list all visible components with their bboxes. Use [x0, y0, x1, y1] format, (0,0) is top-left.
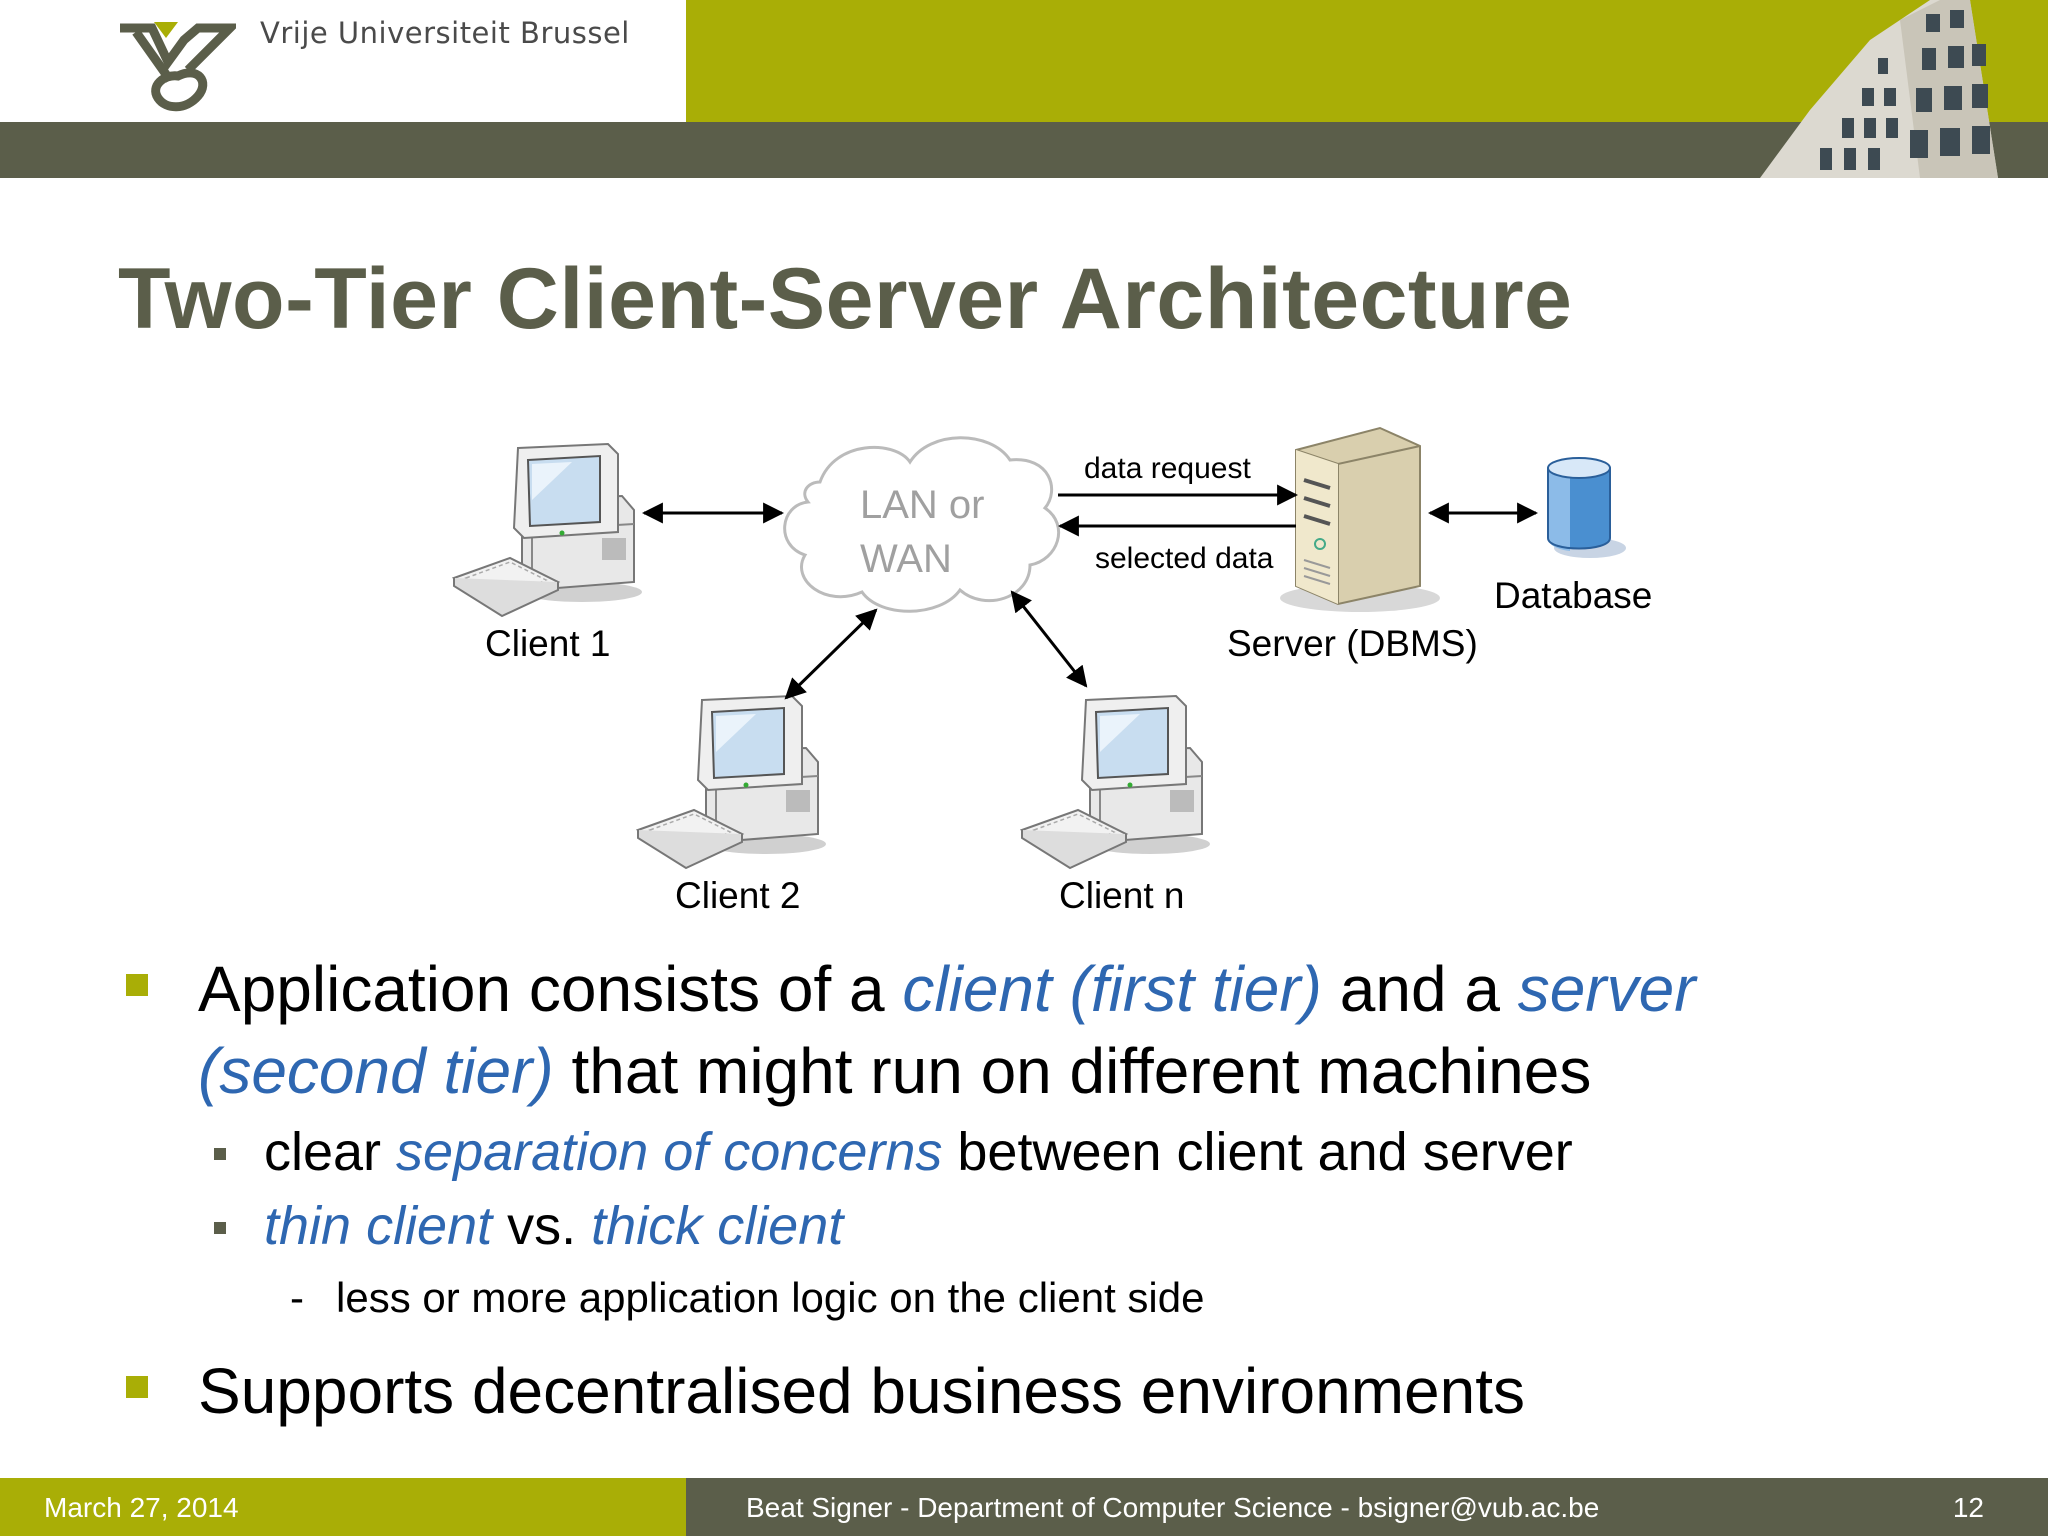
- sub-bullet-1-highlight: separation of concerns: [396, 1122, 943, 1182]
- sub-bullet-1-text-end: between client and server: [942, 1122, 1573, 1182]
- database-label: Database: [1494, 575, 1652, 616]
- bullet-1-highlight-client: client (first tier): [902, 953, 1322, 1025]
- client1-computer-icon: [453, 443, 643, 617]
- selected-data-label: selected data: [1095, 542, 1274, 575]
- client2-label: Client 2: [675, 875, 800, 916]
- bullet-1-highlight-server: server: [1517, 953, 1696, 1025]
- data-request-label: data request: [1084, 452, 1251, 485]
- bullet-1-text-mid: and a: [1321, 953, 1518, 1025]
- footer-date: March 27, 2014: [44, 1492, 239, 1523]
- slide-title: Two-Tier Client-Server Architecture: [118, 251, 1573, 347]
- clientn-label: Client n: [1059, 875, 1184, 916]
- sub-bullet-square-icon: [214, 1222, 226, 1234]
- university-name: Vrije Universiteit Brussel: [260, 16, 630, 50]
- database-icon: [1547, 457, 1626, 558]
- page-number: 12: [1952, 1492, 1984, 1523]
- bullet-square-icon: [126, 1376, 148, 1398]
- network-label-2: WAN: [860, 537, 952, 581]
- header-band: [0, 122, 2048, 178]
- sub-bullet-1-text: clear: [264, 1122, 397, 1182]
- footer-author: Beat Signer - Department of Computer Sci…: [746, 1492, 1600, 1523]
- client2-computer-icon: [637, 695, 827, 869]
- sub-sub-bullet-1-text: less or more application logic on the cl…: [336, 1274, 1205, 1321]
- footer-right-bar: [686, 1478, 2048, 1536]
- sub-bullet-1: clear separation of concerns between cli…: [214, 1118, 1573, 1186]
- vub-logo-icon: [120, 22, 236, 112]
- clientn-network-arrow: [1010, 590, 1088, 688]
- building-photo-icon: [1760, 0, 1998, 178]
- client1-label: Client 1: [485, 623, 610, 664]
- dash-marker: -: [290, 1274, 304, 1321]
- bullet-square-icon: [126, 974, 148, 996]
- sub-bullet-2: thin client vs. thick client: [214, 1192, 844, 1260]
- footer-left-bar: [0, 1478, 686, 1536]
- sub-bullet-2-highlight-thick: thick client: [591, 1196, 844, 1256]
- bullet-1: Application consists of a client (first …: [126, 948, 1918, 1112]
- sub-bullet-2-text: vs.: [492, 1196, 592, 1256]
- network-label-1: LAN or: [860, 483, 985, 527]
- client2-network-arrow: [784, 608, 878, 700]
- bullet-1-text: Application consists of a: [198, 953, 903, 1025]
- sub-sub-bullet-1: - less or more application logic on the …: [290, 1270, 1205, 1326]
- bullet-1-highlight-second-tier: (second tier): [198, 1035, 554, 1107]
- sub-bullet-square-icon: [214, 1148, 226, 1160]
- architecture-diagram: LAN or WAN data request selected data Cl…: [453, 426, 1652, 916]
- sub-bullet-2-highlight-thin: thin client: [264, 1196, 493, 1256]
- bullet-1-text-end: that might run on different machines: [553, 1035, 1592, 1107]
- bullet-2: Supports decentralised business environm…: [126, 1350, 1918, 1432]
- server-label: Server (DBMS): [1227, 623, 1478, 664]
- server-icon: [1280, 426, 1440, 612]
- bullet-2-text: Supports decentralised business environm…: [198, 1355, 1525, 1427]
- header-logo-area: [0, 0, 686, 122]
- clientn-computer-icon: [1021, 695, 1211, 869]
